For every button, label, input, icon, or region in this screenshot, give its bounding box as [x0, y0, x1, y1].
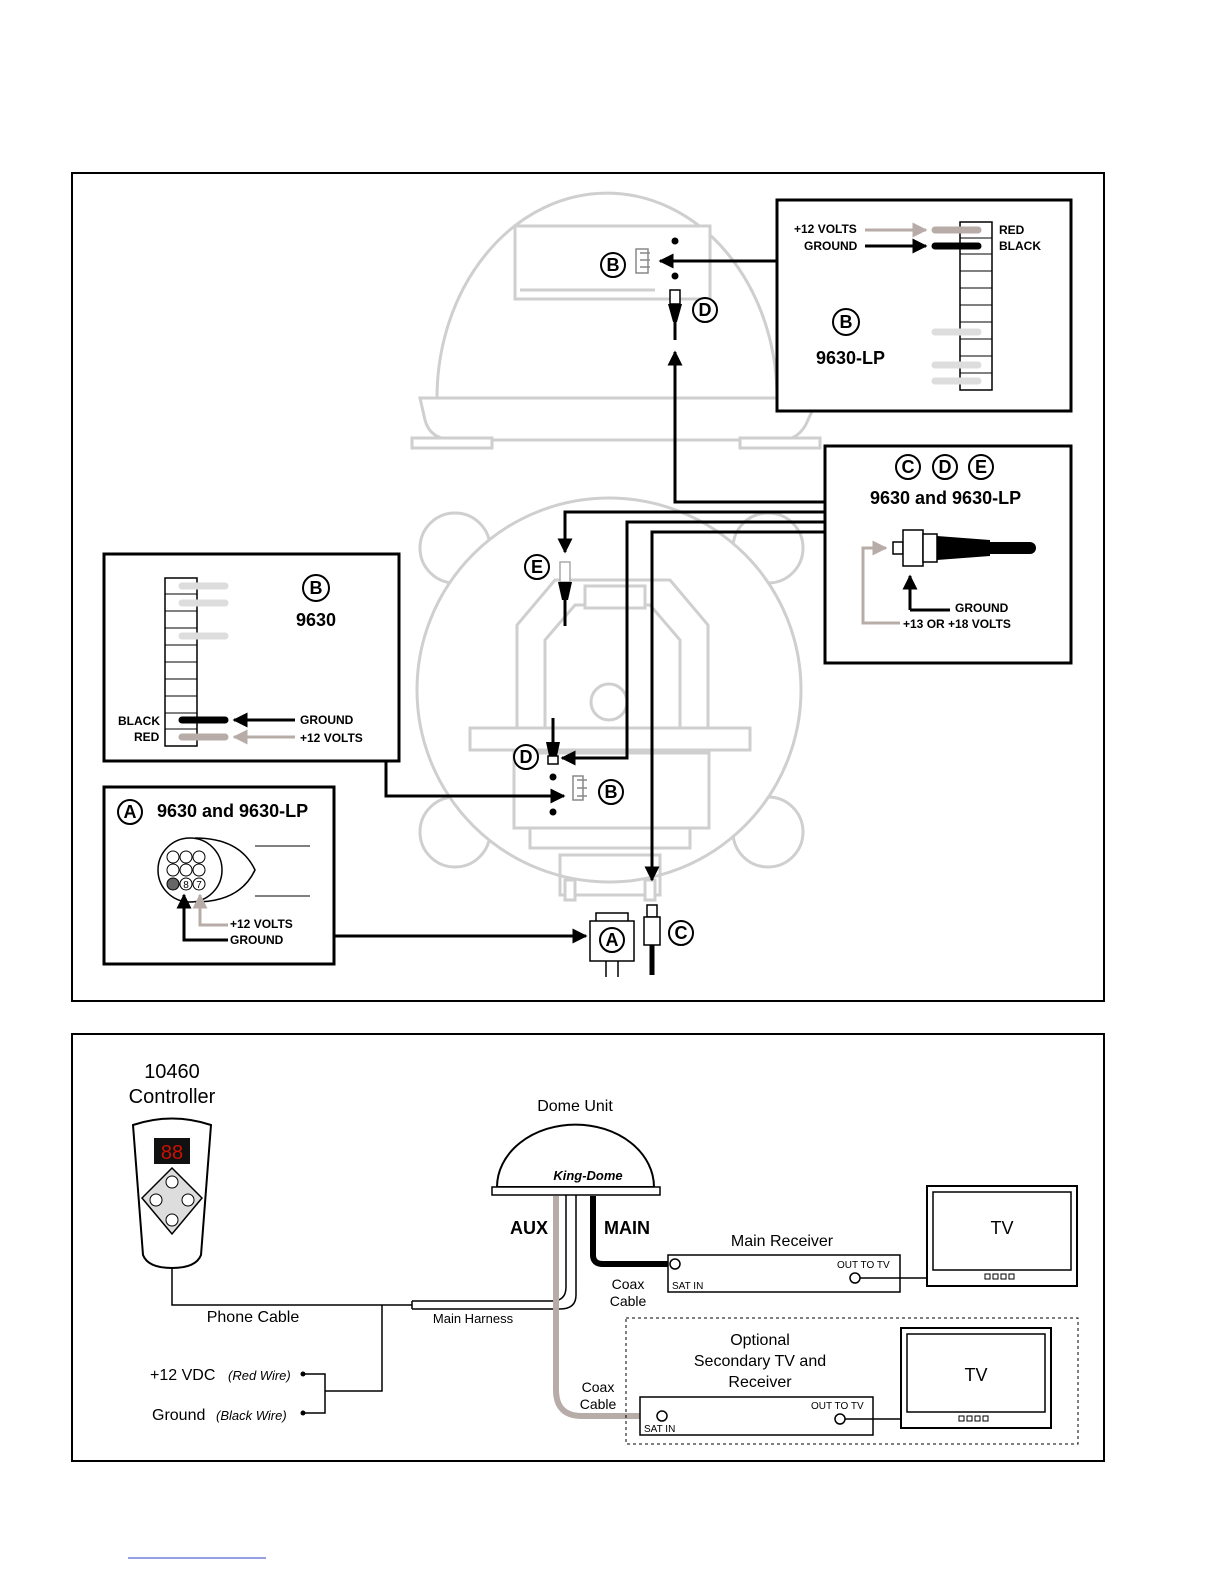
low-terminal-block [549, 773, 587, 816]
callout-c-bottom: C [668, 920, 694, 946]
svg-text:D: D [699, 300, 712, 320]
secondary-sat-in-label: SAT IN [644, 1424, 675, 1435]
dome-unit-title: Dome Unit [537, 1098, 613, 1115]
bottom-panel-frame [71, 1033, 1105, 1462]
controller-remote: 88 [131, 1117, 213, 1270]
dome-top-view-ghost [415, 496, 805, 902]
aux-port-label: AUX [510, 1218, 548, 1238]
main-coax-cable [590, 1196, 668, 1267]
controller-label: Controller [129, 1086, 216, 1108]
main-tv: TV [926, 1185, 1078, 1287]
aux-coax-cable [553, 1196, 655, 1419]
svg-text:D: D [520, 747, 533, 767]
arrow-to-c-connector [644, 530, 825, 882]
controller-display: 88 [161, 1142, 183, 1164]
arrow-to-d-connector-low [560, 520, 825, 766]
svg-text:7: 7 [196, 880, 202, 891]
controller-model: 10460 [144, 1061, 200, 1083]
dome-unit: King-Dome [491, 1123, 661, 1196]
svg-text:B: B [607, 255, 620, 275]
callout-d-top: D [692, 297, 718, 323]
main-tv-label: TV [990, 1218, 1013, 1238]
svg-text:+12 VOLTS: +12 VOLTS [794, 222, 857, 236]
coax-plug-c [643, 904, 661, 975]
f-connector-d-low [546, 718, 560, 765]
f-connector-e [558, 561, 572, 626]
svg-text:9630 and 9630-LP: 9630 and 9630-LP [870, 488, 1021, 508]
main-cable-label: Cable [610, 1293, 647, 1309]
secondary-tv-label: TV [964, 1365, 987, 1385]
main-sat-in-label: SAT IN [672, 1281, 703, 1292]
callout-a-bottom: A [599, 927, 625, 953]
main-coax-label: Coax [612, 1276, 645, 1292]
dome-side-view-ghost [410, 191, 822, 450]
svg-text:+12 VOLTS: +12 VOLTS [300, 731, 363, 745]
svg-text:BLACK: BLACK [999, 239, 1041, 253]
svg-text:GROUND: GROUND [804, 239, 858, 253]
callout-b-low: B [598, 779, 624, 805]
connection-detail-panel: B D E [71, 172, 1105, 1002]
svg-text:GROUND: GROUND [955, 601, 1009, 615]
svg-text:BLACK: BLACK [118, 714, 160, 728]
svg-text:+13 OR +18 VOLTS: +13 OR +18 VOLTS [903, 617, 1011, 631]
svg-text:8: 8 [183, 880, 189, 891]
arrow-9630-to-terminal [384, 761, 566, 804]
svg-text:C: C [675, 923, 688, 943]
main-harness-label: Main Harness [433, 1311, 514, 1326]
svg-text:B: B [605, 782, 618, 802]
aux-coax-label: Coax [582, 1379, 615, 1395]
phone-cable [171, 1268, 412, 1306]
svg-text:D: D [939, 457, 952, 477]
svg-text:RED: RED [134, 730, 160, 744]
callout-d-low: D [513, 744, 539, 770]
svg-text:+12 VOLTS: +12 VOLTS [230, 917, 293, 931]
plus12-vdc-label: +12 VDC [150, 1367, 215, 1384]
optional-title-2: Secondary TV and [694, 1353, 826, 1370]
aux-cable-label: Cable [580, 1396, 617, 1412]
main-receiver-title: Main Receiver [731, 1233, 834, 1250]
dome-brand-logo: King-Dome [553, 1168, 622, 1183]
svg-text:RED: RED [999, 223, 1025, 237]
black-wire-label: (Black Wire) [216, 1408, 287, 1423]
svg-text:C: C [902, 457, 915, 477]
secondary-receiver: SAT IN OUT TO TV [639, 1396, 874, 1436]
phone-cable-label: Phone Cable [207, 1309, 300, 1326]
main-harness [412, 1195, 577, 1310]
secondary-out-to-tv-label: OUT TO TV [811, 1401, 864, 1412]
svg-text:A: A [124, 802, 137, 822]
callout-e: E [524, 554, 550, 580]
top-terminal-block [635, 237, 679, 280]
arrow-to-top-f-connector [667, 350, 825, 504]
svg-text:GROUND: GROUND [300, 713, 354, 727]
svg-text:E: E [975, 457, 987, 477]
svg-text:9630: 9630 [296, 610, 336, 630]
callout-b-top: B [600, 252, 626, 278]
system-overview-panel: 10460 Controller 88 Phone Cable Dome Uni… [71, 1033, 1105, 1462]
svg-text:GROUND: GROUND [230, 933, 284, 947]
secondary-tv: TV [900, 1327, 1052, 1429]
svg-text:9630-LP: 9630-LP [816, 348, 885, 368]
box-9630-lp-terminal: +12 VOLTS GROUND RED BLACK B 9630-LP [775, 198, 1073, 413]
ground-label: Ground [152, 1407, 205, 1424]
svg-text:B: B [310, 578, 323, 598]
optional-secondary-box [625, 1317, 1079, 1445]
main-receiver: SAT IN OUT TO TV [667, 1254, 901, 1293]
optional-title-3: Receiver [728, 1374, 792, 1391]
power-lead [343, 1305, 383, 1392]
main-port-label: MAIN [604, 1218, 650, 1238]
svg-text:E: E [531, 557, 543, 577]
top-panel-frame [71, 172, 1105, 1002]
red-wire-label: (Red Wire) [228, 1368, 291, 1383]
main-out-to-tv-label: OUT TO TV [837, 1260, 890, 1271]
svg-text:9630 and 9630-LP: 9630 and 9630-LP [157, 801, 308, 821]
f-connector-top [668, 289, 682, 340]
box-harness-plug-pins: A 9630 and 9630-LP 8 7 +12 VOLTS GROUND [102, 785, 336, 966]
box-coax-connector: C D E 9630 and 9630-LP GROUND +13 OR +18… [823, 444, 1073, 665]
svg-text:A: A [606, 930, 619, 950]
arrow-to-e-connector [557, 510, 825, 554]
optional-title-1: Optional [730, 1332, 790, 1349]
svg-text:B: B [840, 312, 853, 332]
box-9630-terminal: BLACK RED GROUND +12 VOLTS B 9630 [102, 552, 401, 763]
